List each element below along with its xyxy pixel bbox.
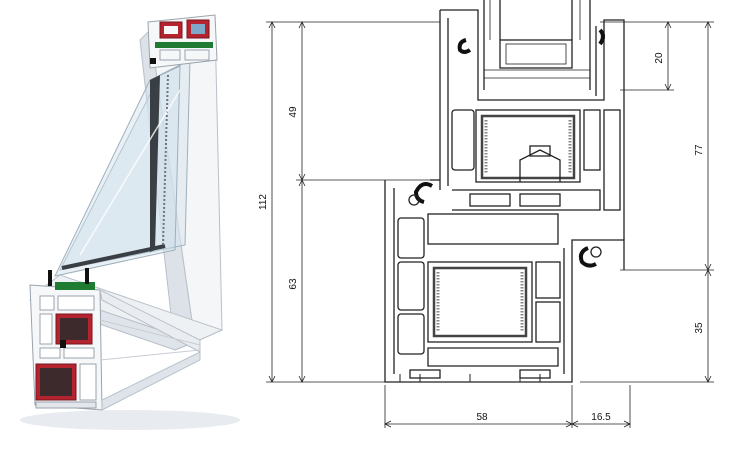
profile-3d-cutaway	[20, 14, 240, 430]
glass-spacer-horizontal	[61, 244, 166, 270]
glass-reflection-2	[99, 94, 141, 181]
spacer-texture	[162, 74, 169, 246]
left-dimension-chain	[266, 21, 440, 383]
top-section	[147, 14, 218, 69]
dim-49: 49	[288, 106, 299, 118]
glass-spacer-vertical	[150, 75, 160, 252]
dim-58: 58	[476, 412, 488, 423]
frame-profile	[384, 179, 625, 383]
bottom-dimension-chain	[384, 385, 631, 428]
ground-shadow	[20, 410, 240, 430]
dim-63: 63	[288, 278, 299, 290]
glass-reflection	[79, 89, 181, 256]
bottom-section	[29, 268, 201, 411]
dim-35: 35	[694, 322, 705, 334]
sash-profile	[439, 0, 625, 240]
glass-pane-inner	[54, 65, 181, 277]
dim-16-5: 16.5	[591, 412, 611, 423]
dim-77: 77	[694, 144, 705, 156]
dim-20: 20	[654, 52, 665, 64]
dimension-labels: 49 112 63 20 77 35 58 16.5	[258, 52, 705, 423]
green-seal	[55, 282, 95, 290]
profile-technical-drawing	[266, 0, 714, 428]
right-dimension-chain	[580, 21, 714, 383]
dim-112: 112	[258, 194, 269, 210]
